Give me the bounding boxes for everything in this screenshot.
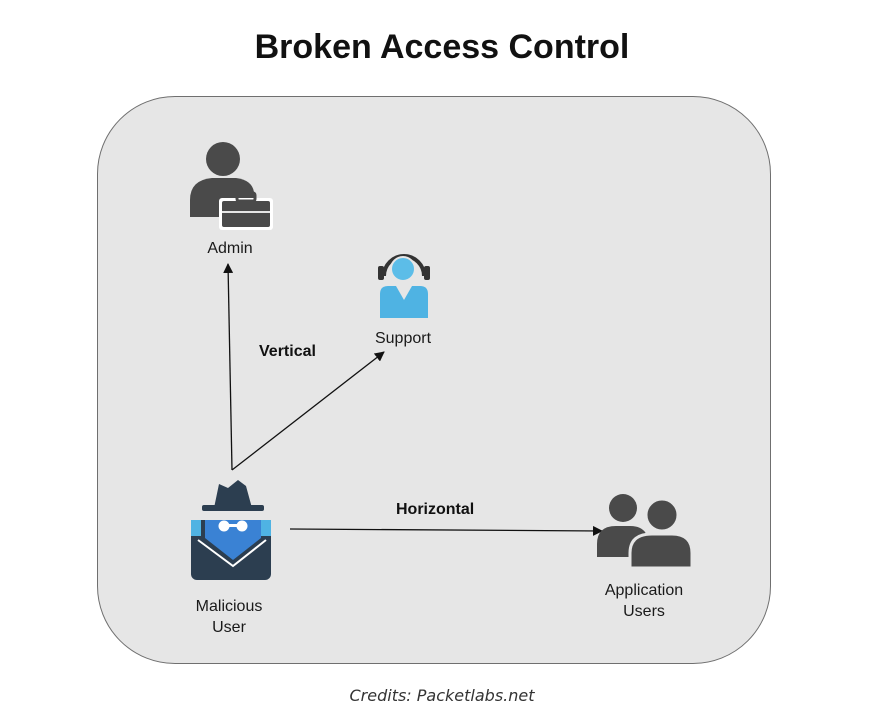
vertical-arrow-admin [223, 263, 234, 471]
vertical-arrow-support [231, 351, 385, 471]
application-users-label: Application Users [590, 580, 698, 622]
user-group-icon [597, 494, 694, 570]
vertical-edge-label: Vertical [259, 343, 316, 360]
credits-caption: Credits: Packetlabs.net [349, 686, 535, 705]
application-users-label-line1: Application [604, 582, 684, 599]
malicious-user-label: Malicious User [180, 596, 278, 638]
horizontal-arrow [289, 525, 603, 536]
horizontal-edge-label: Horizontal [396, 501, 475, 518]
support-label: Support [374, 330, 432, 347]
malicious-user-label-line2: User [212, 619, 246, 636]
support-headset-icon [378, 254, 430, 318]
malicious-user-label-line1: Malicious [195, 598, 263, 615]
admin-briefcase-icon [190, 142, 273, 230]
hacker-spy-icon [191, 480, 271, 580]
diagram-title: Broken Access Control [254, 28, 630, 66]
admin-label: Admin [207, 240, 253, 257]
application-users-label-line2: Users [623, 603, 665, 620]
